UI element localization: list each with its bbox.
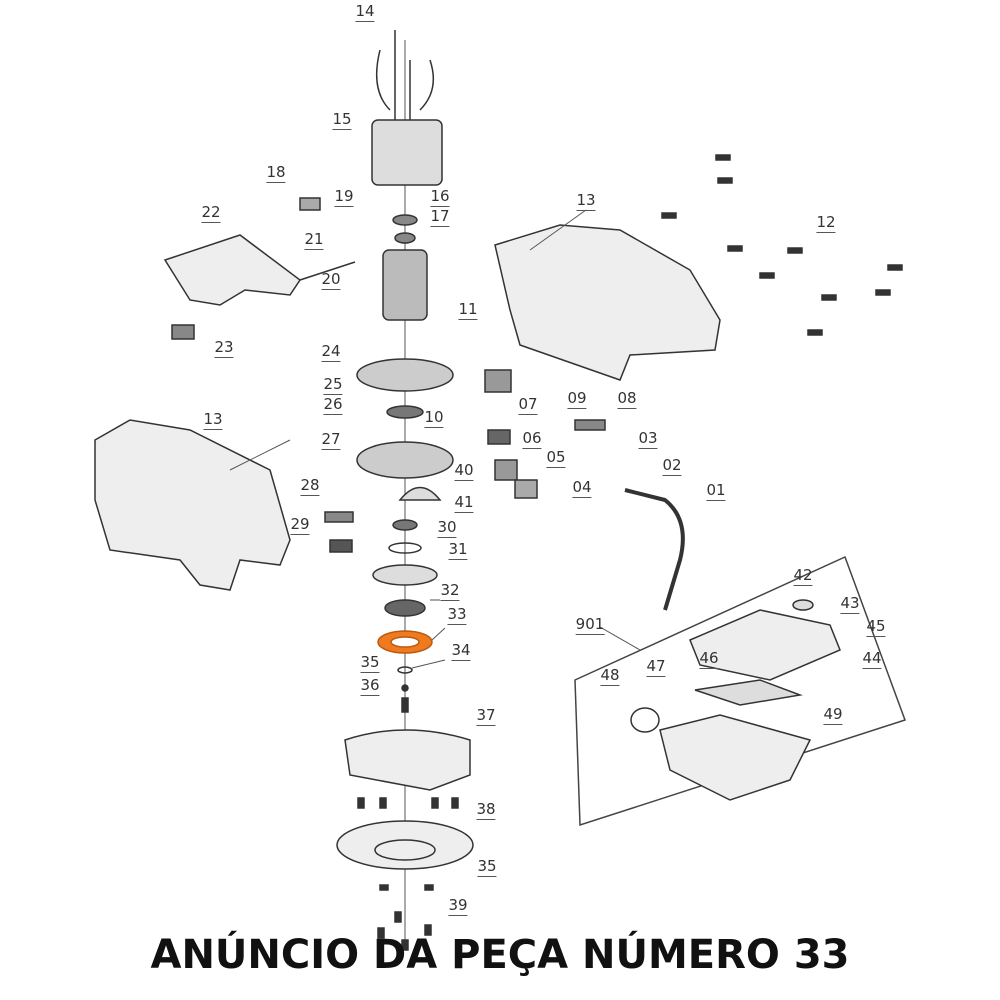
label-10: 10 [424,408,444,428]
label-19: 19 [334,187,354,207]
label-31: 31 [448,540,468,560]
label-06: 06 [522,429,542,449]
label-09: 09 [567,389,587,409]
label-15: 15 [332,110,352,130]
label-26: 26 [323,395,343,415]
label-02: 02 [662,456,682,476]
label-08: 08 [617,389,637,409]
label-13-upper: 13 [576,191,596,211]
label-38: 38 [476,800,496,820]
label-32: 32 [440,581,460,601]
label-18: 18 [266,163,286,183]
label-04: 04 [572,478,592,498]
page-title: ANÚNCIO DA PEÇA NÚMERO 33 [150,932,850,978]
label-36: 36 [360,676,380,696]
label-16: 16 [430,187,450,207]
label-48: 48 [600,666,620,686]
label-21: 21 [304,230,324,250]
label-41: 41 [454,493,474,513]
label-12: 12 [816,213,836,233]
label-44: 44 [862,649,882,669]
label-20: 20 [321,270,341,290]
label-05: 05 [546,448,566,468]
label-42: 42 [793,566,813,586]
label-30: 30 [437,518,457,538]
label-33: 33 [447,605,467,625]
label-46: 46 [699,649,719,669]
label-47: 47 [646,657,666,677]
label-39: 39 [448,896,468,916]
label-24: 24 [321,342,341,362]
label-40: 40 [454,461,474,481]
label-28: 28 [300,476,320,496]
label-25: 25 [323,375,343,395]
label-37: 37 [476,706,496,726]
label-14: 14 [355,2,375,22]
label-01: 01 [706,481,726,501]
label-13-lower: 13 [203,410,223,430]
label-901: 901 [575,615,605,635]
label-34: 34 [451,641,471,661]
label-17: 17 [430,207,450,227]
label-23: 23 [214,338,234,358]
label-45: 45 [866,617,886,637]
label-11: 11 [458,300,478,320]
label-27: 27 [321,430,341,450]
label-03: 03 [638,429,658,449]
label-22: 22 [201,203,221,223]
label-35-lower: 35 [477,857,497,877]
label-35-upper: 35 [360,653,380,673]
label-49: 49 [823,705,843,725]
label-07: 07 [518,395,538,415]
label-43: 43 [840,594,860,614]
label-29: 29 [290,515,310,535]
